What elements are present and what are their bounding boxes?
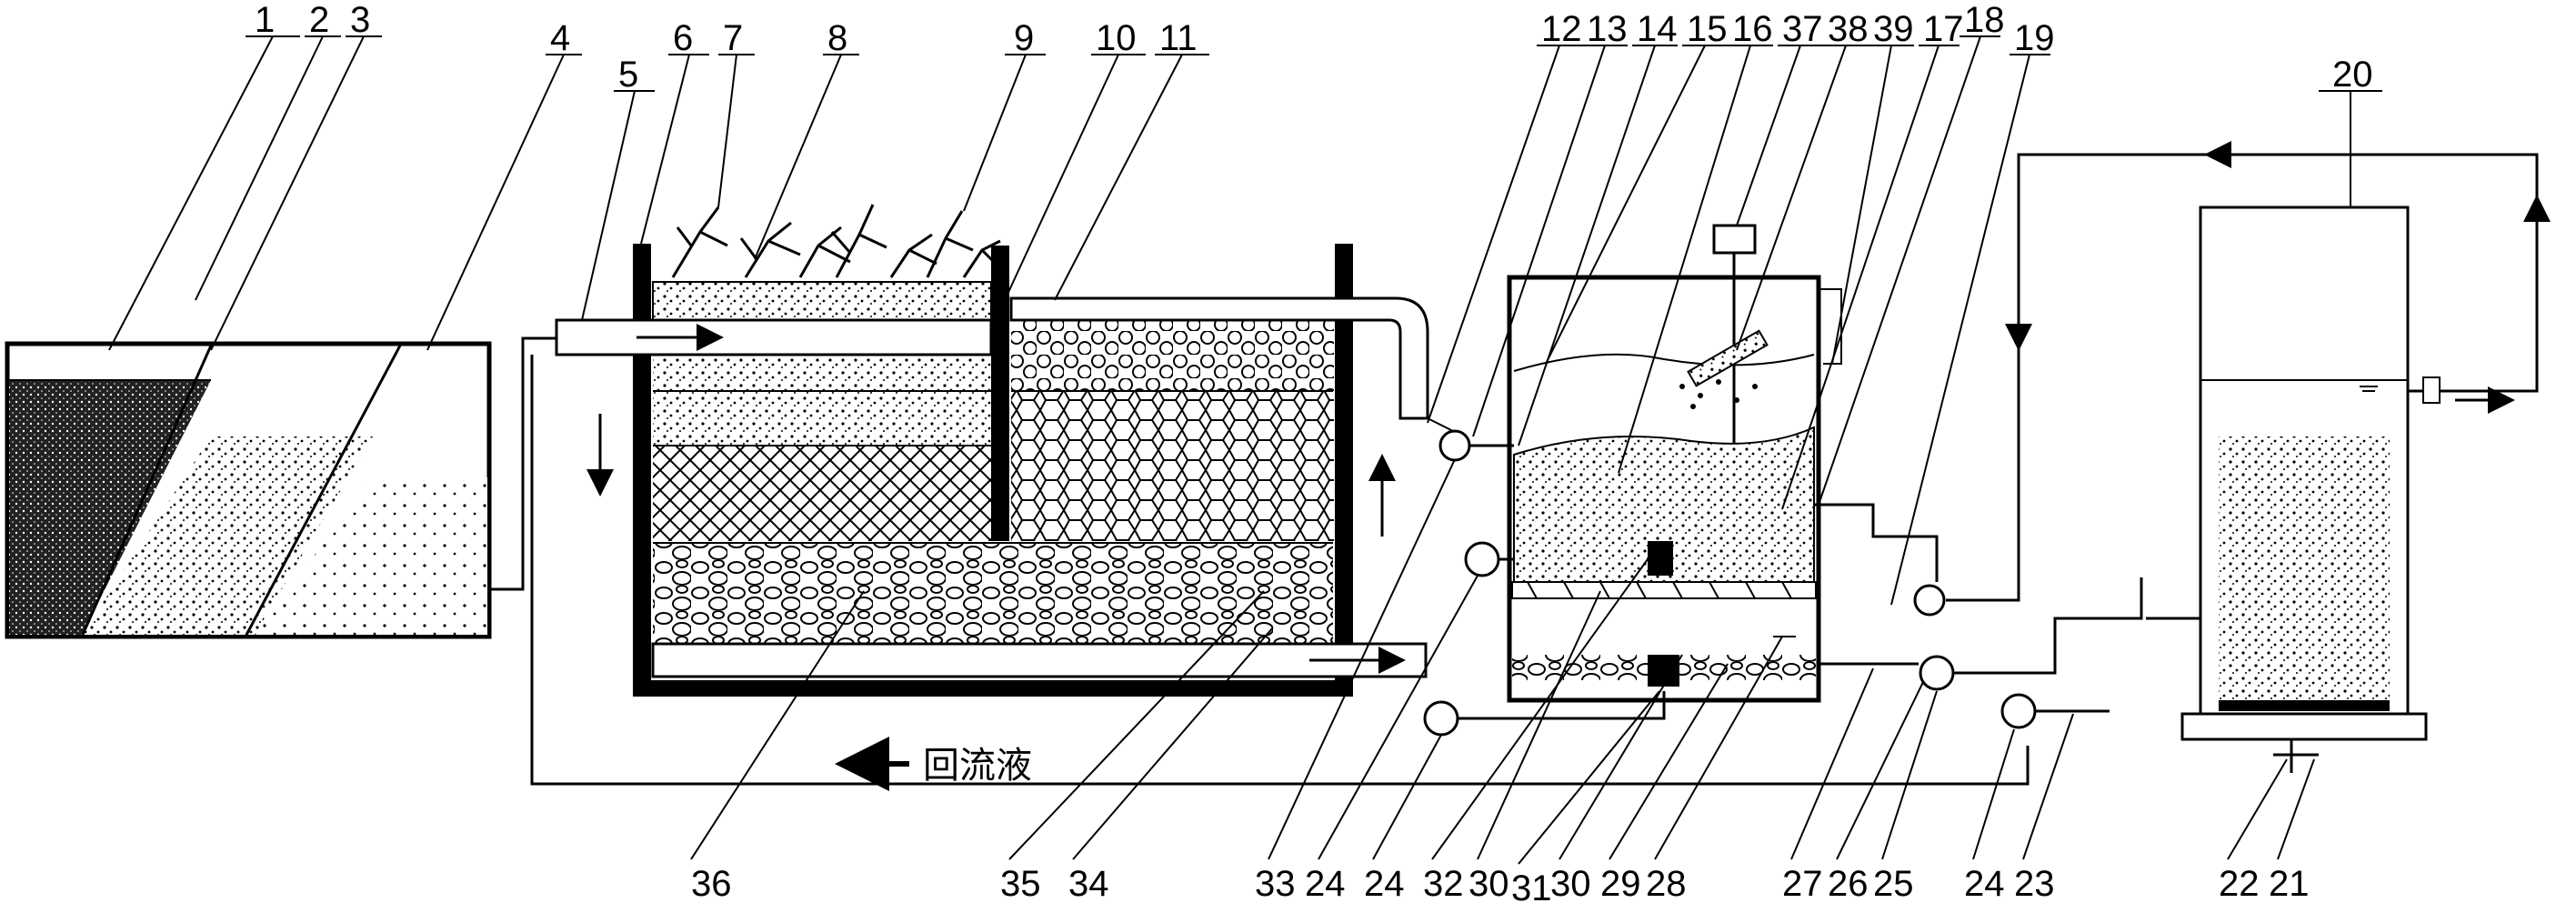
label-3: 3 [350, 0, 370, 40]
label-32: 32 [1423, 864, 1464, 903]
label-14: 14 [1637, 9, 1678, 49]
label-6: 6 [673, 18, 693, 58]
label-26: 26 [1828, 864, 1869, 903]
reflux-legend-label: 回流液 [923, 745, 1032, 787]
leader-lines [108, 35, 2382, 865]
label-13: 13 [1587, 9, 1628, 49]
settling-basin [5, 341, 492, 639]
label-21: 21 [2269, 864, 2310, 903]
label-38: 38 [1828, 9, 1869, 49]
label-34: 34 [1068, 864, 1109, 903]
label-9: 9 [1014, 18, 1034, 58]
label-11: 11 [1159, 18, 1198, 58]
label-10: 10 [1096, 18, 1137, 58]
label-8: 8 [827, 18, 847, 58]
label-36: 36 [691, 864, 732, 903]
label-22: 22 [2219, 864, 2260, 903]
label-18: 18 [1964, 0, 2005, 40]
label-28: 28 [1646, 864, 1687, 903]
label-29: 29 [1600, 864, 1641, 903]
label-7: 7 [723, 18, 743, 58]
label-31: 31 [1511, 868, 1552, 903]
label-20: 20 [2332, 55, 2373, 95]
inlet-pipe [487, 336, 564, 591]
label-1: 1 [255, 0, 275, 40]
label-30b: 30 [1550, 864, 1591, 903]
constructed-wetland [555, 204, 1429, 697]
reactor-tank [1507, 224, 1842, 703]
plants [671, 204, 1001, 278]
label-4: 4 [550, 18, 570, 58]
label-39: 39 [1873, 9, 1914, 49]
label-23: 23 [2014, 864, 2055, 903]
label-24a: 24 [1305, 864, 1346, 903]
part-labels: 1 2 3 4 5 6 7 8 9 10 11 12 13 14 15 16 3… [255, 0, 2373, 903]
label-35: 35 [1000, 864, 1041, 903]
label-30a: 30 [1468, 864, 1509, 903]
label-15: 15 [1687, 9, 1728, 49]
label-37: 37 [1782, 9, 1823, 49]
label-27: 27 [1782, 864, 1823, 903]
label-19: 19 [2014, 18, 2055, 58]
label-12: 12 [1541, 9, 1582, 49]
label-24c: 24 [1964, 864, 2005, 903]
label-33: 33 [1255, 864, 1296, 903]
pipes [1427, 141, 2551, 720]
label-24b: 24 [1364, 864, 1405, 903]
column-reactor [2146, 206, 2473, 773]
label-17: 17 [1923, 9, 1964, 49]
label-16: 16 [1732, 9, 1773, 49]
reflux-line [530, 355, 2030, 786]
label-25: 25 [1873, 864, 1914, 903]
label-5: 5 [618, 55, 638, 95]
label-2: 2 [309, 0, 329, 40]
